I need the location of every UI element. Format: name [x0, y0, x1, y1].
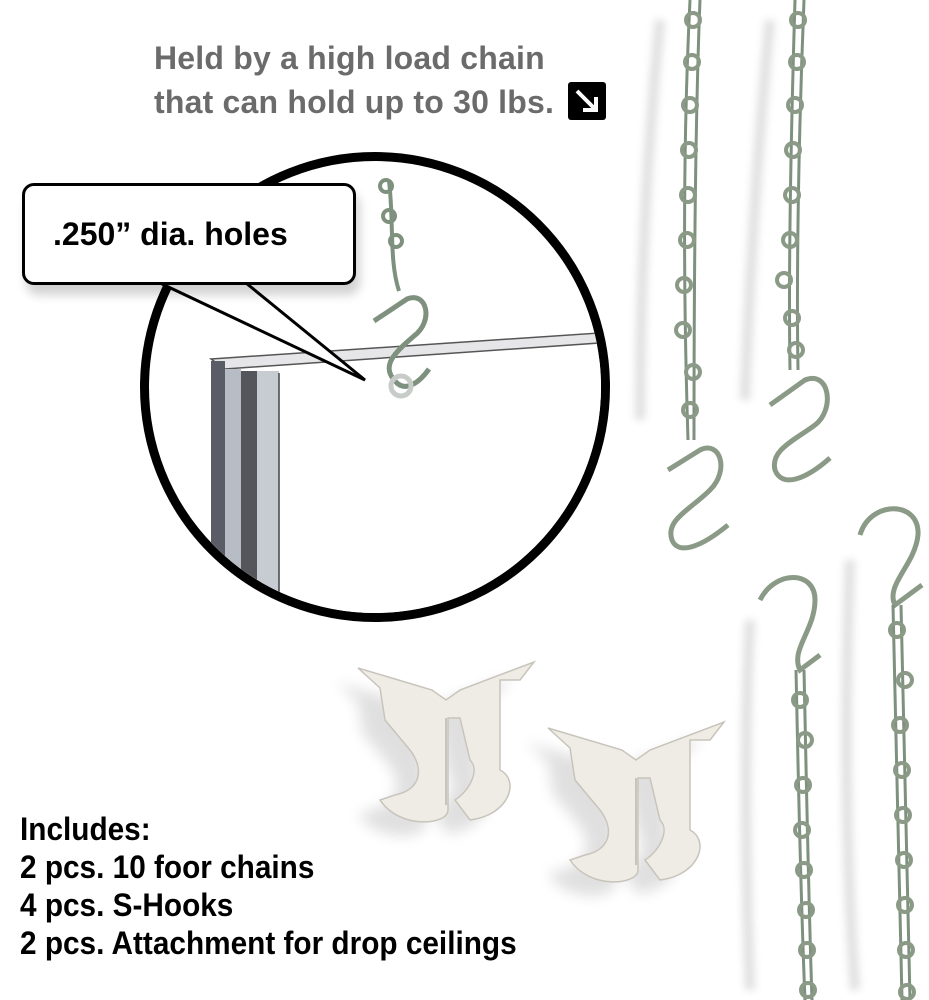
includes-item-s-hooks: 4 pcs. S-Hooks — [20, 887, 234, 923]
ceiling-clip-1 — [336, 660, 537, 836]
arrow-down-right-icon — [568, 81, 607, 120]
headline-line-2: that can hold up to 30 lbs. — [154, 80, 607, 124]
headline-line-1: Held by a high load chain — [154, 40, 545, 76]
includes-list: Includes: 2 pcs. 10 foor chains 4 pcs. S… — [20, 810, 517, 962]
headline: Held by a high load chain that can hold … — [154, 36, 607, 124]
includes-item-chains: 2 pcs. 10 foor chains — [20, 849, 315, 885]
includes-title: Includes: — [20, 811, 151, 847]
ceiling-clip-2 — [526, 720, 727, 896]
hole-diameter-callout: .250” dia. holes — [22, 183, 356, 285]
includes-item-ceiling-attachments: 2 pcs. Attachment for drop ceilings — [20, 925, 517, 961]
callout-text: .250” dia. holes — [53, 216, 288, 252]
